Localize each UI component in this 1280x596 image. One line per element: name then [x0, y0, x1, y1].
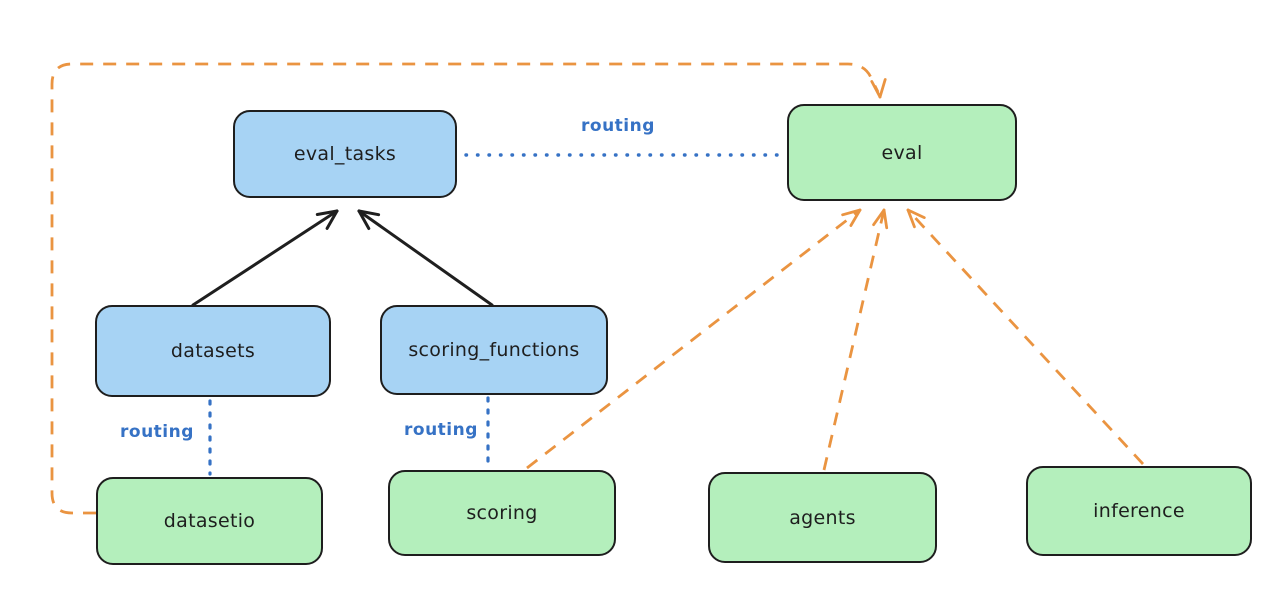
edge-label-routing-scoring-functions-scoring: routing	[404, 420, 478, 440]
node-eval-label: eval	[881, 141, 923, 164]
node-datasets: datasets	[95, 305, 331, 397]
edge-scoring-functions-to-eval-tasks	[357, 209, 494, 307]
node-scoring-functions: scoring_functions	[380, 305, 608, 395]
node-scoring: scoring	[388, 470, 616, 556]
node-eval-tasks: eval_tasks	[233, 110, 457, 198]
node-inference-label: inference	[1093, 500, 1185, 522]
node-inference: inference	[1026, 466, 1252, 556]
node-agents-label: agents	[789, 506, 856, 529]
node-eval: eval	[787, 104, 1017, 201]
node-datasetio: datasetio	[96, 477, 323, 565]
edge-inference-to-eval	[906, 208, 1145, 465]
edge-datasets-to-eval-tasks	[191, 209, 339, 307]
node-scoring-label: scoring	[466, 502, 538, 524]
node-scoring-functions-label: scoring_functions	[408, 339, 580, 361]
edge-agents-to-eval	[822, 208, 889, 471]
node-datasetio-label: datasetio	[163, 510, 256, 532]
edge-scoring-to-eval	[526, 208, 862, 470]
edge-label-routing-eval-tasks-eval: routing	[581, 116, 655, 136]
node-eval-tasks-label: eval_tasks	[293, 143, 397, 165]
node-agents: agents	[708, 472, 937, 563]
edge-label-routing-datasets-datasetio: routing	[120, 422, 194, 442]
node-datasets-label: datasets	[170, 340, 256, 362]
edge-datasetio-to-eval	[50, 62, 887, 515]
